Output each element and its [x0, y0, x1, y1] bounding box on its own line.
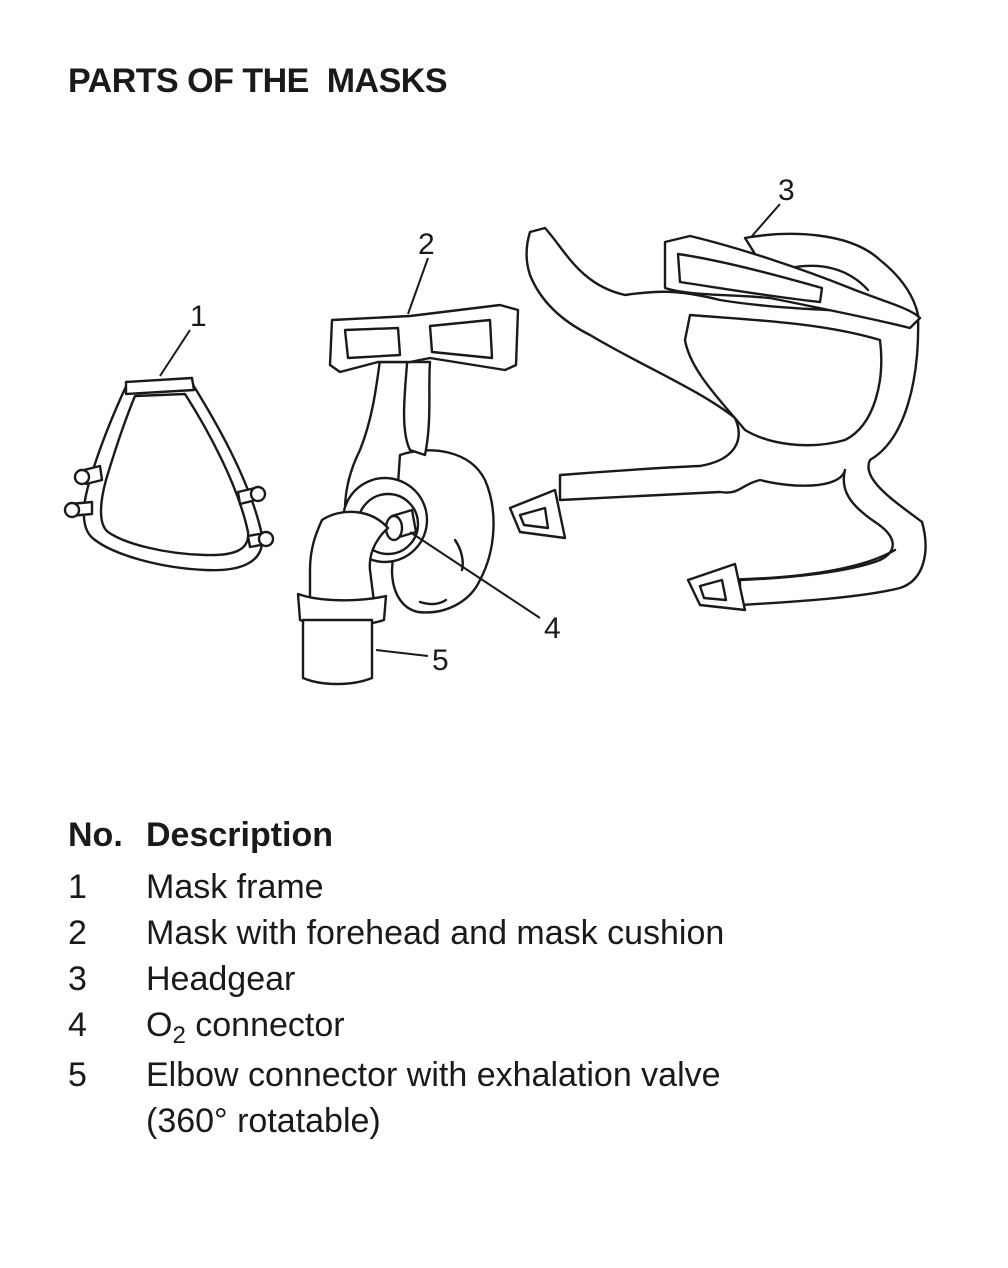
row-description: Headgear: [146, 960, 296, 998]
leader-5: [375, 649, 429, 657]
row-description: Mask with forehead and mask cushion: [146, 914, 725, 952]
leader-4: [409, 531, 541, 619]
leader-3: [751, 203, 781, 237]
row-number: 4: [68, 1006, 87, 1044]
row-description: Elbow connector with exhalation valve: [146, 1056, 721, 1094]
table-row: 2 Mask with forehead and mask cushion: [68, 910, 724, 956]
mask-cushion-drawing: [296, 303, 520, 686]
row-number: 5: [68, 1056, 87, 1094]
headgear-drawing: [508, 226, 927, 612]
mask-parts-illustration: 1 2 3 4 5: [0, 150, 1008, 710]
row-number: 2: [68, 914, 87, 952]
o2-suffix: connector: [185, 1006, 345, 1044]
header-no: No.: [68, 816, 123, 854]
parts-description-table: No. Description 1 Mask frame 2 Mask with…: [68, 812, 724, 1144]
o2-letter: O: [146, 1006, 173, 1044]
leader-1: [159, 329, 191, 377]
mask-parts-drawing: 1 2 3 4 5: [63, 174, 927, 686]
table-row: 1 Mask frame: [68, 864, 724, 910]
table-row: 4 O2 connector: [68, 1002, 724, 1052]
header-description: Description: [146, 816, 334, 854]
callout-1: 1: [190, 300, 207, 333]
callout-3: 3: [778, 174, 795, 207]
leader-2: [407, 257, 429, 315]
callout-2: 2: [418, 228, 435, 261]
callout-leaders: [159, 203, 781, 657]
row-description: Mask frame: [146, 868, 324, 906]
table-row: 3 Headgear: [68, 956, 724, 1002]
o2-subscript: 2: [172, 1022, 186, 1049]
row-number: 1: [68, 868, 87, 906]
callout-5: 5: [432, 644, 449, 677]
callout-4: 4: [544, 612, 561, 645]
row-number: 3: [68, 960, 87, 998]
mask-frame-drawing: [63, 376, 275, 572]
table-row-continuation: (360° rotatable): [68, 1098, 724, 1144]
row-description: O2 connector: [146, 1002, 345, 1052]
table-row: 5 Elbow connector with exhalation valve: [68, 1052, 724, 1098]
table-header: No. Description: [68, 812, 724, 858]
page-title: PARTS OF THE MASKS: [68, 62, 448, 100]
row-description-line2: (360° rotatable): [146, 1102, 381, 1140]
